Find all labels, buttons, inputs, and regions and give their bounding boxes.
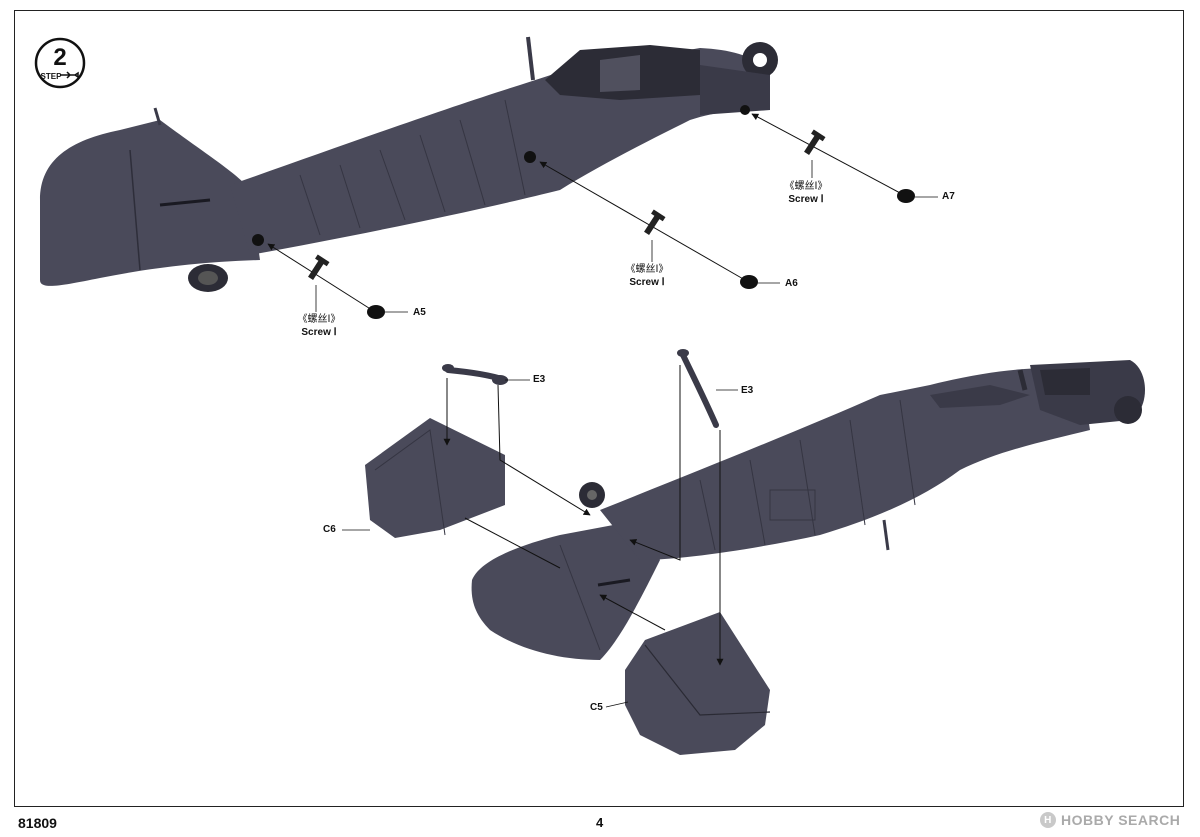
screw-label-en: Screw Ⅰ — [629, 277, 665, 288]
callout-a6: A6 — [785, 278, 798, 289]
screw-label-en: Screw Ⅰ — [788, 194, 824, 205]
tailplane-c6 — [365, 418, 505, 538]
watermark-text: HOBBY SEARCH — [1061, 812, 1181, 828]
strut-e3-right — [677, 349, 719, 428]
upper-screws — [267, 113, 938, 319]
callout-c5: C5 — [590, 702, 603, 713]
step-word: STEP — [41, 72, 63, 81]
watermark-logo: H — [1040, 812, 1056, 828]
callout-a7: A7 — [942, 191, 955, 202]
screw-label-zh: 《螺丝Ⅰ》 — [625, 264, 669, 275]
step-badge: 2 STEP — [34, 37, 86, 89]
callout-c6: C6 — [323, 524, 336, 535]
screw-label-zh: 《螺丝Ⅰ》 — [784, 181, 828, 192]
plane-icon — [61, 71, 79, 79]
screw-label-en: Screw Ⅰ — [301, 327, 337, 338]
lower-arrows — [342, 365, 738, 708]
lower-fuselage — [471, 360, 1145, 660]
callout-a5: A5 — [413, 307, 426, 318]
lower-rudder — [471, 520, 660, 660]
product-code: 81809 — [18, 815, 57, 831]
strut-e3-left — [442, 364, 508, 385]
upper-fuselage-body — [230, 48, 770, 255]
screw-label: 《螺丝Ⅰ》 Screw Ⅰ — [771, 180, 841, 206]
watermark: H HOBBY SEARCH — [1040, 812, 1180, 828]
page-number: 4 — [596, 815, 604, 830]
screw-label: 《螺丝Ⅰ》 Screw Ⅰ — [612, 263, 682, 289]
callout-e3-right: E3 — [741, 385, 754, 396]
screw-label: 《螺丝Ⅰ》 Screw Ⅰ — [284, 313, 354, 339]
page-border — [14, 10, 1184, 807]
upper-rudder — [40, 120, 260, 286]
tailplane-c5 — [625, 612, 771, 755]
callout-e3-left: E3 — [533, 374, 546, 385]
lower-fuselage-body — [600, 368, 1090, 560]
step-number: 2 — [53, 44, 66, 71]
screw-label-zh: 《螺丝Ⅰ》 — [297, 314, 341, 325]
upper-fuselage — [40, 36, 778, 292]
